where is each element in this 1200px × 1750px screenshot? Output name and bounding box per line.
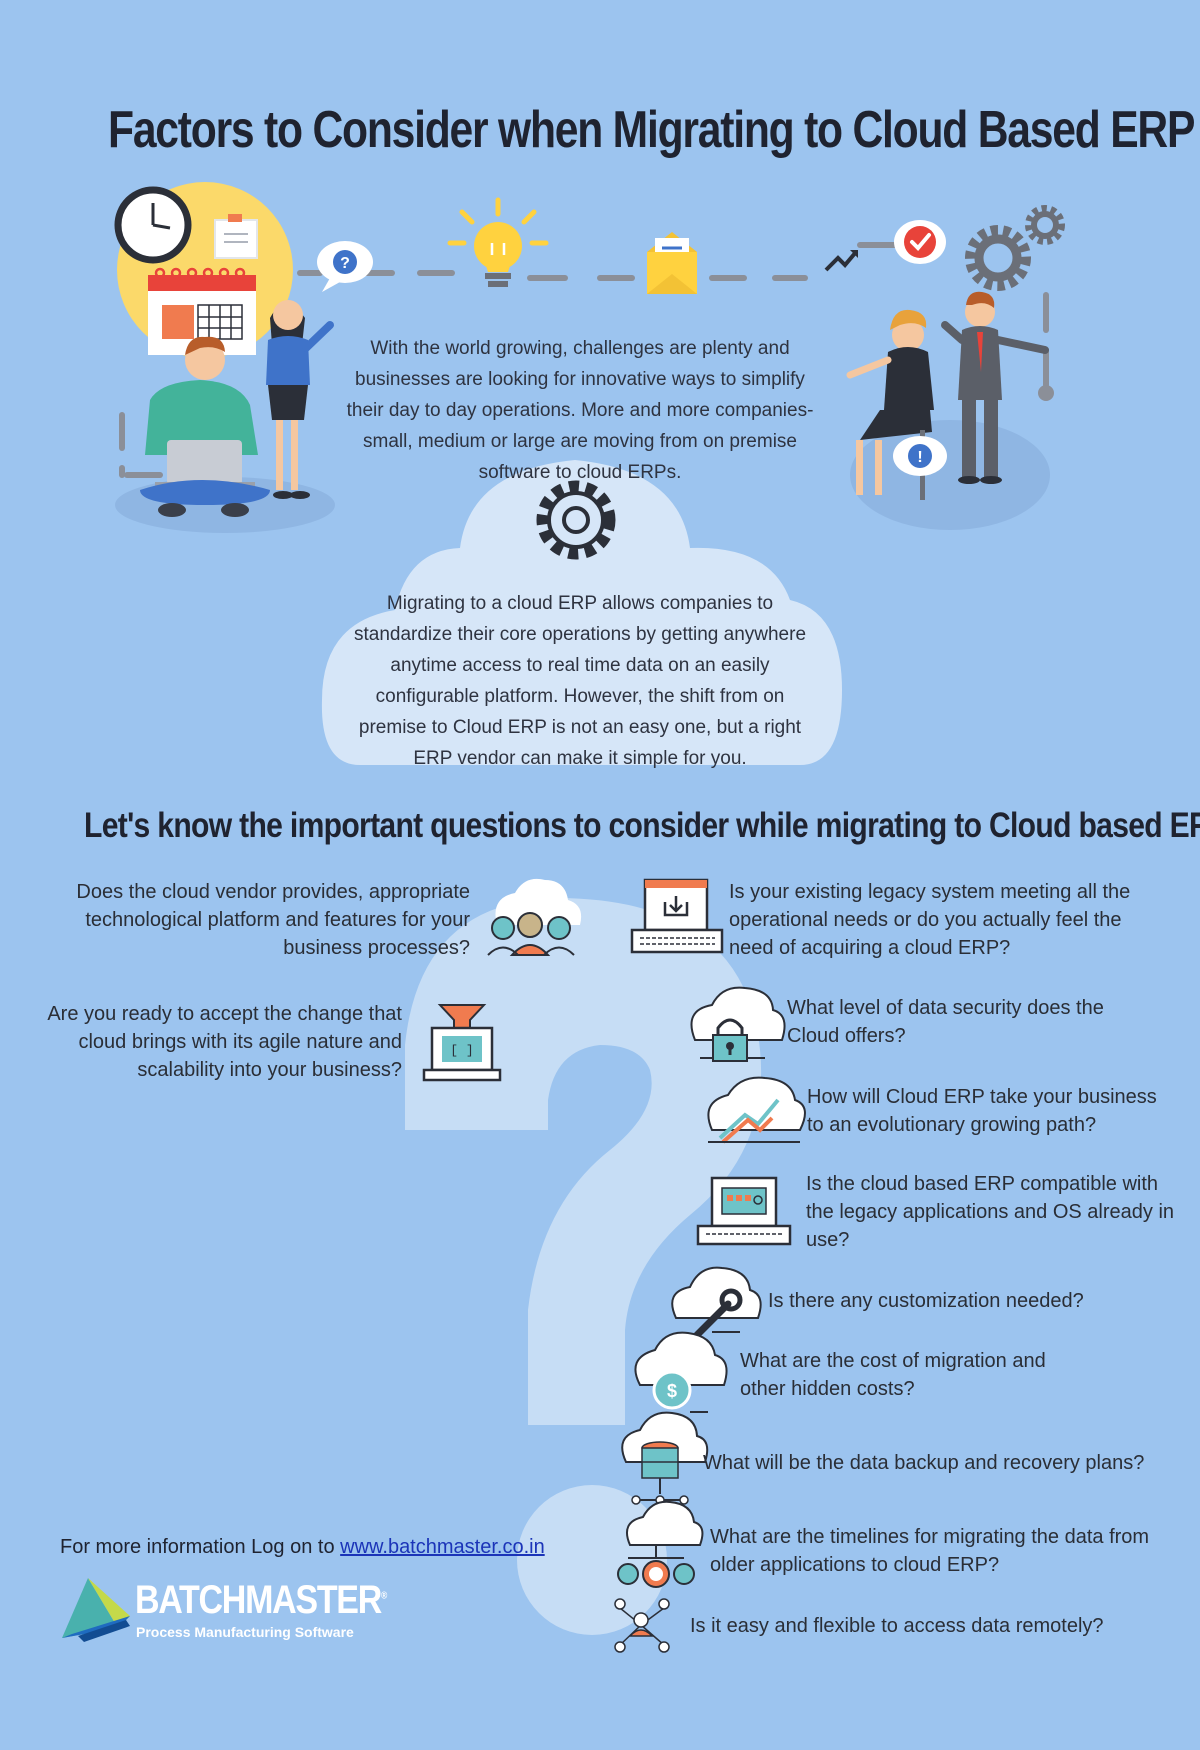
footer-text: For more information Log on to www.batch…	[60, 1536, 545, 1559]
question-2: Are you ready to accept the change that …	[47, 1003, 402, 1081]
checkmark-icon	[894, 220, 946, 264]
cloud-clock-icon	[617, 1500, 704, 1588]
man-standing-figure	[941, 291, 1049, 484]
logo-tagline: Process Manufacturing Software	[136, 1624, 354, 1640]
email-icon	[647, 232, 697, 294]
page-title: Factors to Consider when Migrating to Cl…	[108, 101, 1195, 159]
question-4: What level of data security does the Clo…	[787, 997, 1104, 1047]
woman-figure	[266, 300, 334, 499]
question-9: What will be the data backup and recover…	[703, 1452, 1145, 1474]
question-8: What are the cost of migration and other…	[740, 1350, 1046, 1400]
cloud-wrench-icon	[671, 1266, 762, 1339]
speech-exclamation-icon: !	[893, 436, 947, 476]
website-link[interactable]: www.batchmaster.co.in	[340, 1536, 545, 1558]
laptop-settings-icon	[696, 1176, 792, 1246]
gears-icon	[965, 205, 1065, 291]
logo-trademark: ®	[380, 1590, 387, 1602]
cloud-description: Migrating to a cloud ERP allows companie…	[353, 593, 807, 769]
svg-text:?: ?	[340, 255, 350, 272]
laptop-filter-icon: [ ]	[422, 1004, 502, 1082]
svg-text:$: $	[667, 1381, 677, 1401]
speech-question-icon: ?	[317, 241, 373, 292]
question-3: Is your existing legacy system meeting a…	[729, 881, 1131, 959]
trend-arrow-icon	[824, 250, 858, 272]
cloud-database-icon	[621, 1411, 709, 1505]
question-mark-shape	[405, 898, 762, 1635]
intro-text: With the world growing, challenges are p…	[346, 338, 814, 483]
note-icon	[214, 214, 258, 259]
svg-text:!: !	[917, 449, 922, 466]
question-5: How will Cloud ERP take your business to…	[807, 1086, 1157, 1136]
cloud-growth-icon	[707, 1076, 806, 1144]
central-cloud	[321, 460, 842, 765]
network-people-icon	[614, 1598, 670, 1653]
question-7: Is there any customization needed?	[768, 1290, 1084, 1312]
cloud-dollar-icon: $	[634, 1331, 728, 1413]
gear-icon	[536, 480, 616, 560]
cloud-users-icon	[487, 878, 582, 956]
footer-label: For more information Log on to	[60, 1536, 335, 1558]
svg-text:[ ]: [ ]	[450, 1043, 473, 1058]
question-11: Is it easy and flexible to access data r…	[690, 1615, 1104, 1637]
section-heading: Let's know the important questions to co…	[84, 806, 1200, 845]
logo-name: BATCHMASTER	[135, 1578, 382, 1622]
batchmaster-logo: BATCHMASTER® Process Manufacturing Softw…	[60, 1576, 387, 1646]
question-1: Does the cloud vendor provides, appropri…	[76, 881, 470, 959]
laptop-download-icon	[630, 878, 724, 954]
logo-pyramid-icon	[62, 1578, 130, 1642]
clock-icon	[114, 186, 192, 264]
man-laptop-figure	[140, 336, 270, 517]
lightbulb-icon	[447, 197, 549, 287]
question-6: Is the cloud based ERP compatible with t…	[806, 1173, 1175, 1251]
question-10: What are the timelines for migrating the…	[710, 1526, 1150, 1576]
woman-headset-figure	[846, 309, 934, 500]
cloud-lock-icon	[690, 986, 786, 1062]
